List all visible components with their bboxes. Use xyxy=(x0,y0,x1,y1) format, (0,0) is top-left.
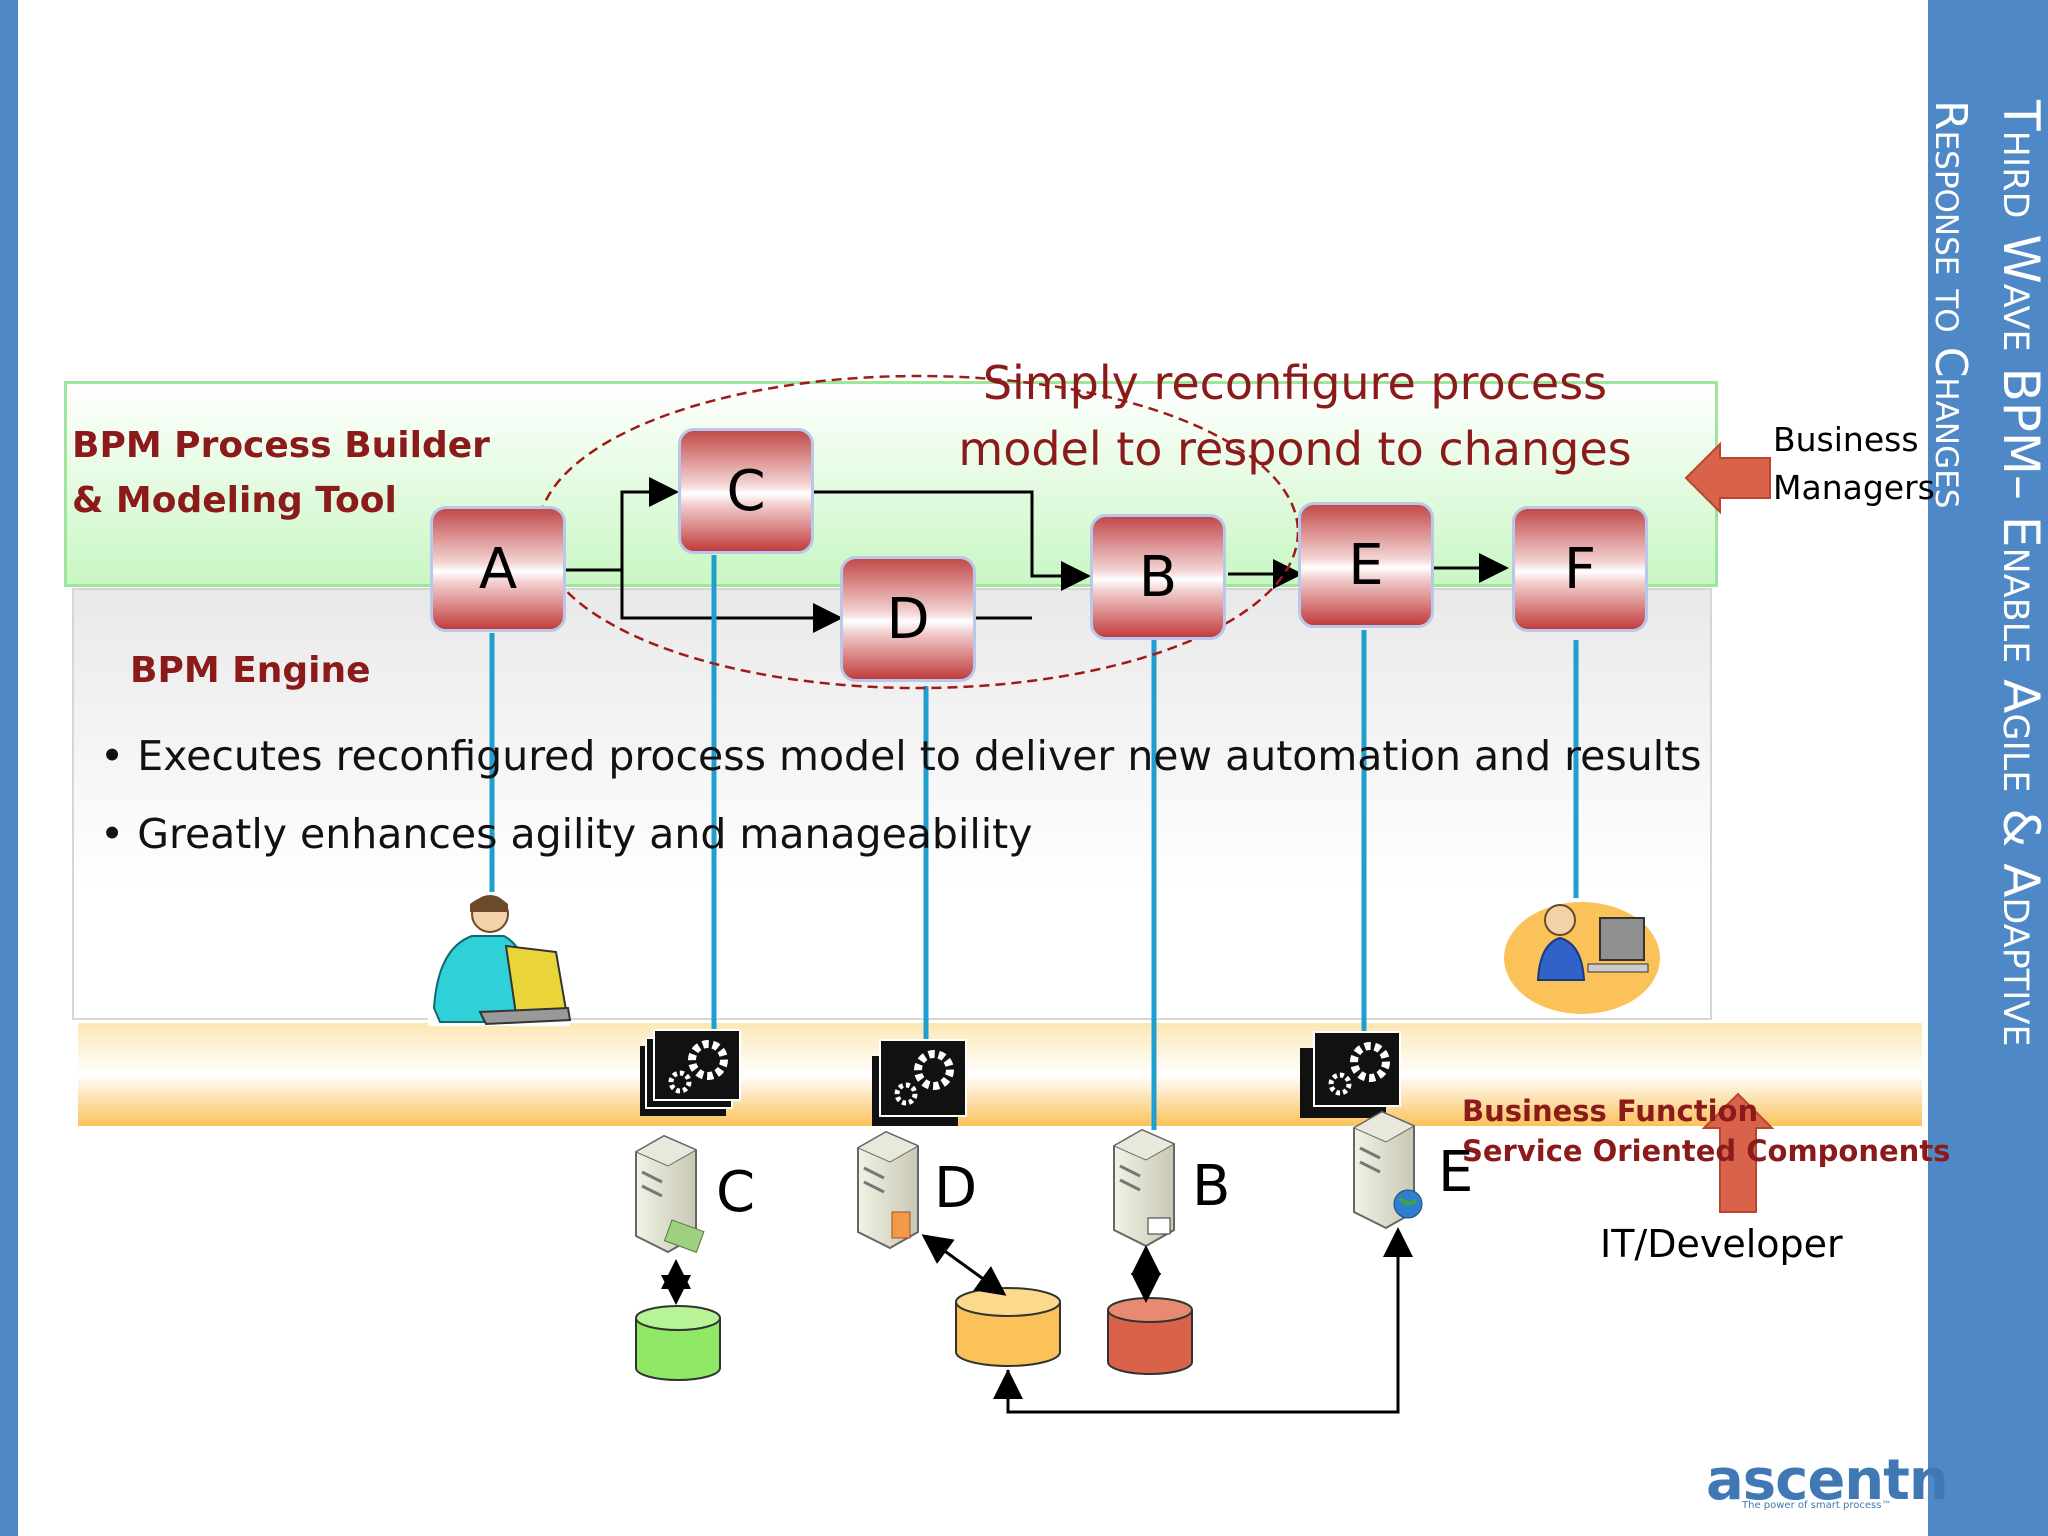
server-label-e: E xyxy=(1438,1140,1474,1205)
server-label-d: D xyxy=(934,1156,978,1221)
gears-icon xyxy=(872,1039,967,1126)
process-node-b[interactable]: B xyxy=(1090,514,1226,640)
data-arrows xyxy=(661,1227,1413,1414)
callout-line1: Simply reconfigure process xyxy=(982,356,1608,410)
user-laptop-icon xyxy=(428,892,572,1026)
process-node-d[interactable]: D xyxy=(840,556,976,682)
server-label-c: C xyxy=(716,1160,756,1225)
gears-icon xyxy=(1300,1031,1401,1118)
server-icon xyxy=(856,1130,920,1250)
builder-label-line1: BPM Process Builder xyxy=(72,425,490,466)
service-label-line2: Service Oriented Components xyxy=(1462,1134,1951,1168)
engine-label: BPM Engine xyxy=(130,650,371,691)
server-icon xyxy=(1112,1128,1176,1248)
it-developer-arrow xyxy=(1701,1092,1775,1213)
logo-tagline: The power of smart process™ xyxy=(1742,1500,1892,1511)
process-node-e[interactable]: E xyxy=(1298,502,1434,628)
gears-icon xyxy=(640,1029,741,1116)
builder-label-line2: & Modeling Tool xyxy=(72,480,397,521)
it-developer-label: IT/Developer xyxy=(1600,1222,1843,1266)
business-managers-arrow xyxy=(1684,441,1771,515)
service-components-band xyxy=(78,1023,1922,1126)
process-node-f[interactable]: F xyxy=(1512,506,1648,632)
ascentn-logo: ascentn xyxy=(1706,1448,1949,1513)
business-managers-line2: Managers xyxy=(1773,468,1935,507)
user-desktop-icon xyxy=(1504,902,1660,1014)
left-accent-bar xyxy=(0,0,18,1536)
flow-arrows xyxy=(566,477,1509,633)
server-label-b: B xyxy=(1192,1154,1231,1219)
process-node-c[interactable]: C xyxy=(678,428,814,554)
service-label-line1: Business Function xyxy=(1462,1094,1759,1128)
callout-line2: model to respond to changes xyxy=(958,422,1632,476)
server-icon xyxy=(1352,1110,1423,1230)
title-bar xyxy=(1928,0,2048,1536)
process-node-a[interactable]: A xyxy=(430,506,566,632)
vertical-connectors xyxy=(489,555,1579,1130)
engine-bullet-2: • Greatly enhances agility and manageabi… xyxy=(100,810,1033,858)
server-icon xyxy=(634,1134,705,1254)
database-icon xyxy=(635,1305,721,1381)
database-icon xyxy=(1107,1297,1193,1375)
business-managers-line1: Business xyxy=(1773,420,1919,459)
engine-bullet-1: • Executes reconfigured process model to… xyxy=(100,732,1702,780)
database-icon xyxy=(955,1287,1061,1367)
